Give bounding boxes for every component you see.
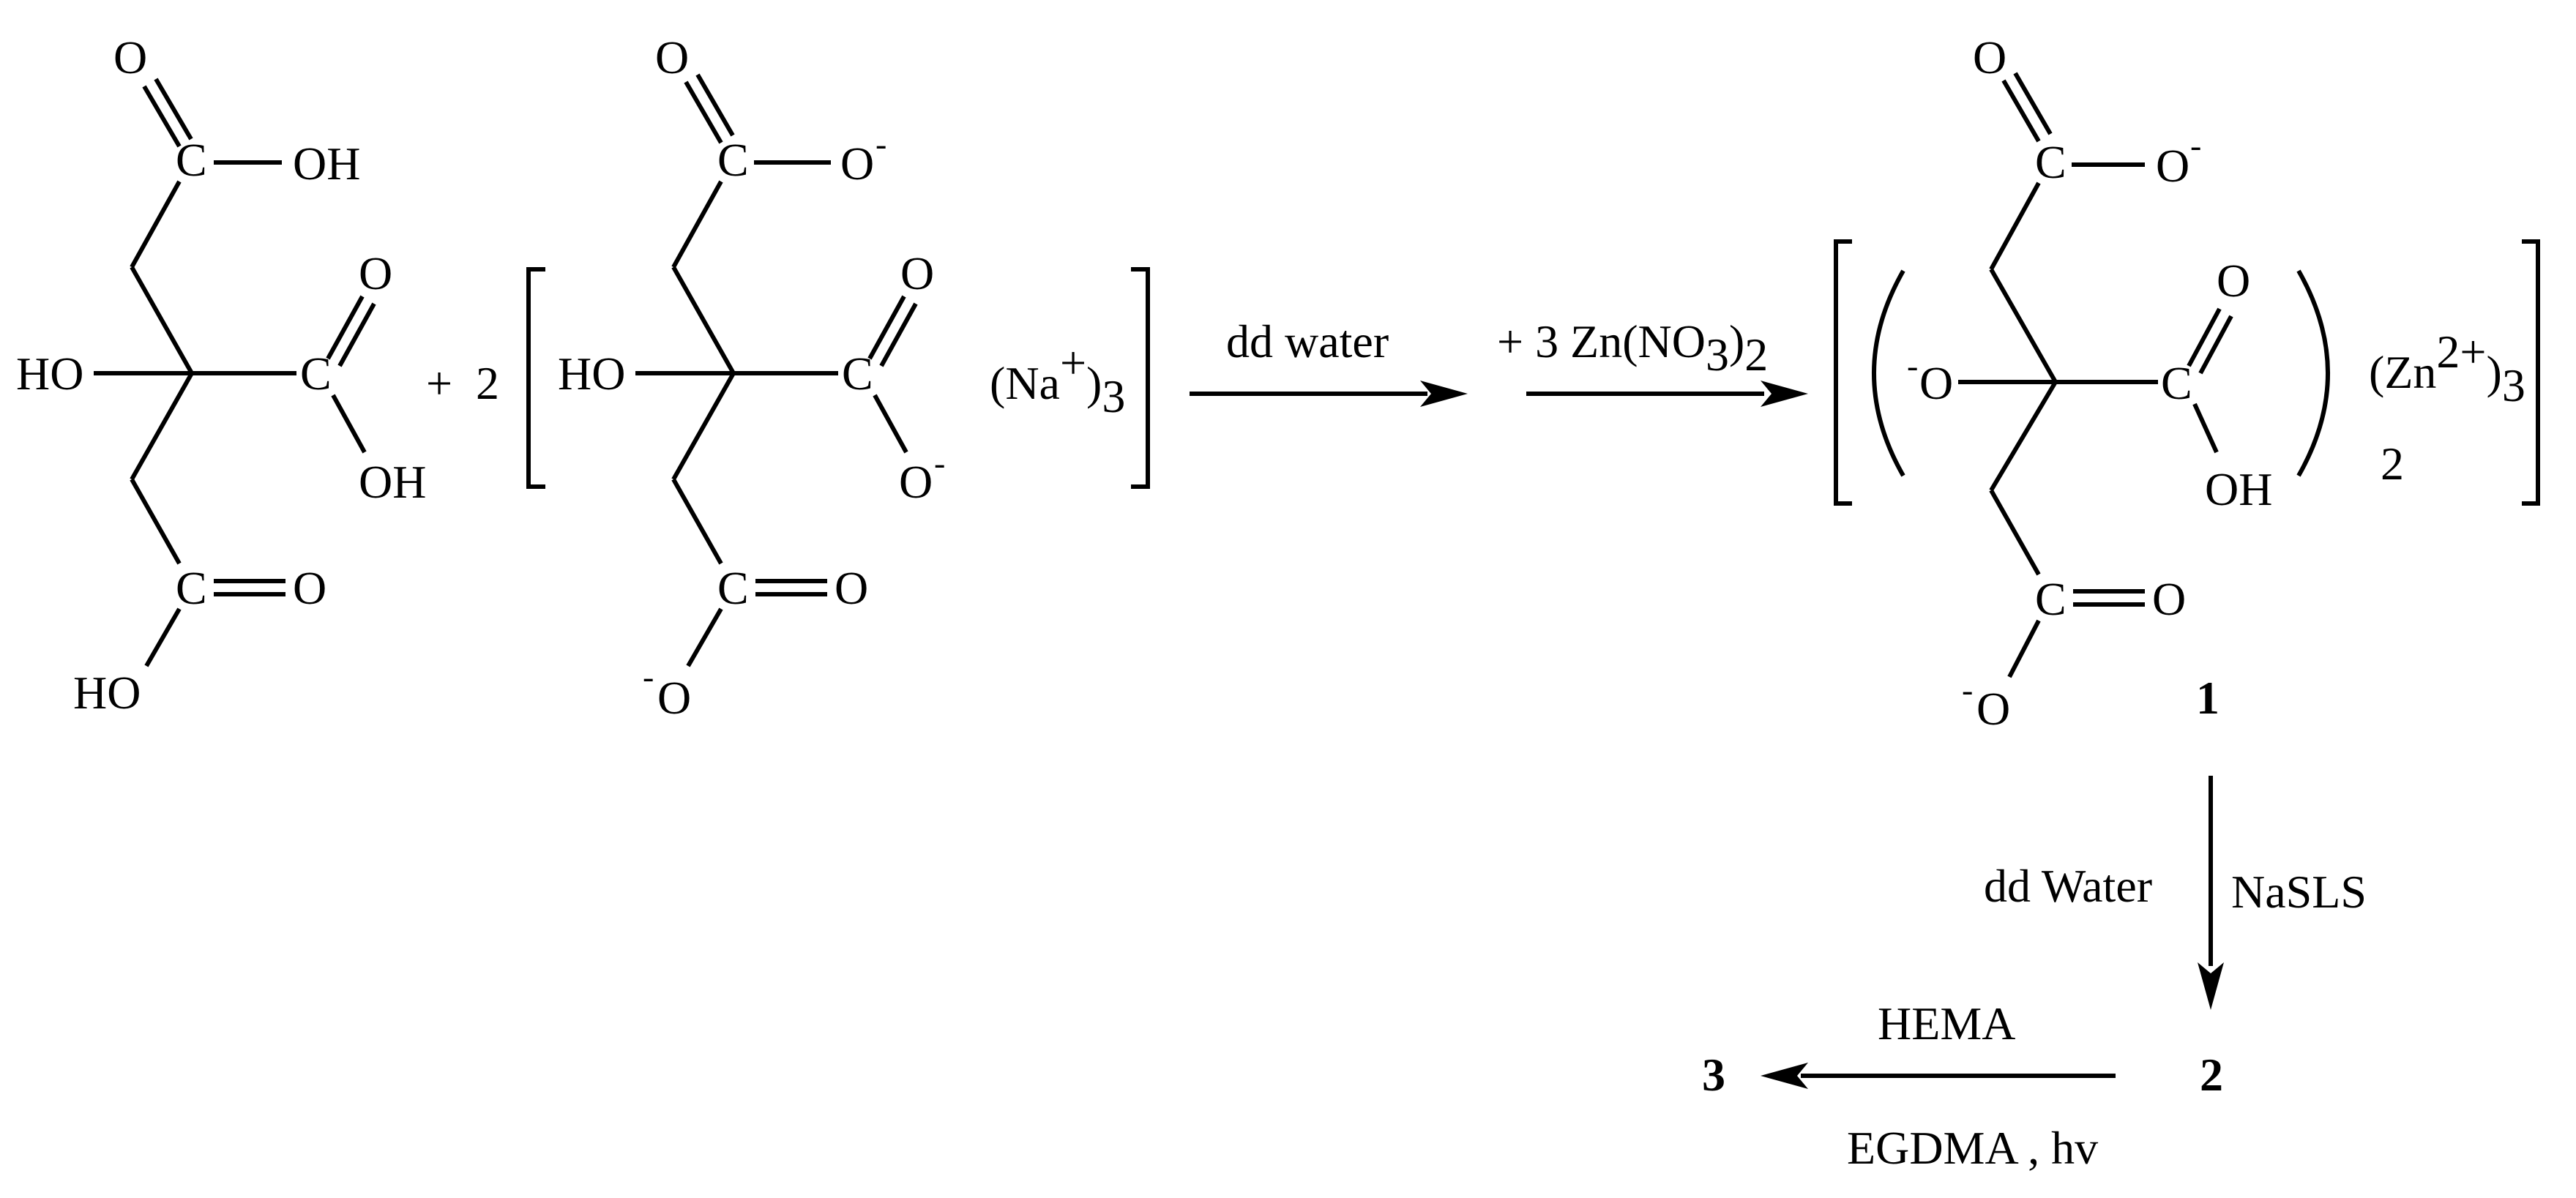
- citric-top-oh: OH: [293, 138, 360, 190]
- sodium-counterion-close: ): [1086, 357, 1102, 409]
- inner-right-paren: [2296, 269, 2330, 477]
- sodium-counterion-base: (Na: [990, 357, 1060, 409]
- egdma-hv-label: EGDMA , hv: [1847, 1122, 2098, 1174]
- citric-top-o: O: [113, 31, 147, 83]
- p1-minus-sign: -: [1907, 347, 1918, 384]
- dd-water-label: dd water: [1226, 315, 1389, 367]
- outer-right-bracket: [2522, 239, 2540, 506]
- right-bracket: [1131, 267, 1150, 489]
- citrate-top-o: O: [655, 31, 689, 83]
- zinc-nitrate-prefix: + 3 Zn(NO: [1497, 315, 1706, 367]
- p1-mid-oh: OH: [2205, 463, 2272, 515]
- compound-label-3: 3: [1702, 1049, 1725, 1101]
- zinc-counterion: (Zn2+)3: [2369, 326, 2525, 411]
- citric-mid-o: O: [359, 247, 392, 299]
- arrow-down: dd Water NaSLS: [1984, 776, 2367, 1010]
- citrate-bot-o: O: [835, 562, 868, 614]
- left-bracket: [526, 267, 545, 489]
- citric-bot-o: O: [293, 562, 326, 614]
- p1-top-c: C: [2035, 136, 2067, 188]
- arrow-zinc-nitrate: + 3 Zn(NO3)2: [1497, 315, 1808, 407]
- p1-bot-o-minus: O: [1976, 683, 2010, 735]
- naslss-label: NaSLS: [2231, 866, 2367, 918]
- hema-label: HEMA: [1878, 997, 2015, 1049]
- plus-sign: +: [426, 357, 452, 409]
- ligand-count: 2: [2381, 438, 2404, 490]
- citric-top-c: C: [176, 134, 207, 186]
- zinc-counterion-base: (Zn: [2369, 346, 2436, 398]
- citrate-bot-minus-sign: -: [643, 658, 654, 695]
- citric-mid-oh: OH: [359, 456, 426, 508]
- citrate-top-minus-sign: -: [876, 125, 886, 162]
- zinc-counterion-charge: 2+: [2436, 326, 2486, 378]
- p1-top-o-minus: O: [2156, 140, 2189, 192]
- sodium-citrate-bonds: [635, 73, 918, 667]
- citrate-mid-o-minus: O: [899, 456, 933, 508]
- citrate-mid-o: O: [900, 247, 934, 299]
- citrate-mid-c: C: [842, 348, 873, 400]
- zinc-counterion-sub: 3: [2502, 359, 2525, 411]
- citrate-bot-c: C: [717, 562, 749, 614]
- zinc-nitrate-label: + 3 Zn(NO3)2: [1497, 315, 1768, 381]
- sodium-counterion: (Na+)3: [990, 337, 1125, 422]
- sodium-citrate: O C O - HO C O O - C O - O (Na+)3: [526, 31, 1150, 724]
- p1-bot-o: O: [2152, 573, 2186, 625]
- dd-water-left-label: dd Water: [1984, 860, 2152, 912]
- compound-label-1: 1: [2196, 672, 2220, 724]
- inner-left-paren: [1872, 269, 1905, 477]
- sodium-counterion-sub: 3: [1102, 370, 1125, 422]
- citrate-top-o-minus: O: [840, 138, 874, 190]
- p1-top-minus-sign: -: [2190, 127, 2201, 164]
- zinc-counterion-close: ): [2487, 346, 2502, 398]
- sodium-counterion-charge: +: [1060, 337, 1086, 389]
- citrate-bot-o-minus: O: [657, 672, 691, 724]
- citric-bot-c: C: [176, 562, 207, 614]
- product-1-zinc-citrate: O C O - - O C O OH C O - O 2 (Zn2+)3 1: [1834, 31, 2540, 735]
- citric-bot-ho: HO: [73, 667, 141, 719]
- outer-left-bracket: [1834, 239, 1852, 506]
- citric-mid-c: C: [300, 348, 332, 400]
- p1-mid-o: O: [2217, 255, 2250, 307]
- citrate-mid-minus-sign: -: [934, 444, 945, 482]
- p1-bot-minus-sign: -: [1962, 671, 1973, 708]
- citric-acid-bonds: [94, 78, 376, 667]
- p1-top-o: O: [1973, 31, 2006, 83]
- zinc-nitrate-close: ): [1729, 315, 1744, 367]
- citric-ho: HO: [16, 348, 83, 400]
- product-1-bonds: [1958, 72, 2233, 678]
- p1-mid-c: C: [2161, 357, 2192, 409]
- zinc-nitrate-sub3: 3: [1706, 329, 1729, 381]
- citrate-ho: HO: [558, 348, 625, 400]
- citric-acid: O C OH HO C O OH C O HO: [16, 31, 426, 719]
- arrow-left: HEMA EGDMA , hv: [1761, 997, 2116, 1174]
- compound-label-2: 2: [2200, 1049, 2223, 1101]
- arrow-dd-water: dd water: [1190, 315, 1468, 407]
- citrate-top-c: C: [717, 134, 749, 186]
- coefficient-two: 2: [476, 357, 499, 409]
- p1-o-minus: O: [1919, 357, 1953, 409]
- zinc-nitrate-sub2: 2: [1744, 329, 1768, 381]
- p1-bot-c: C: [2035, 573, 2067, 625]
